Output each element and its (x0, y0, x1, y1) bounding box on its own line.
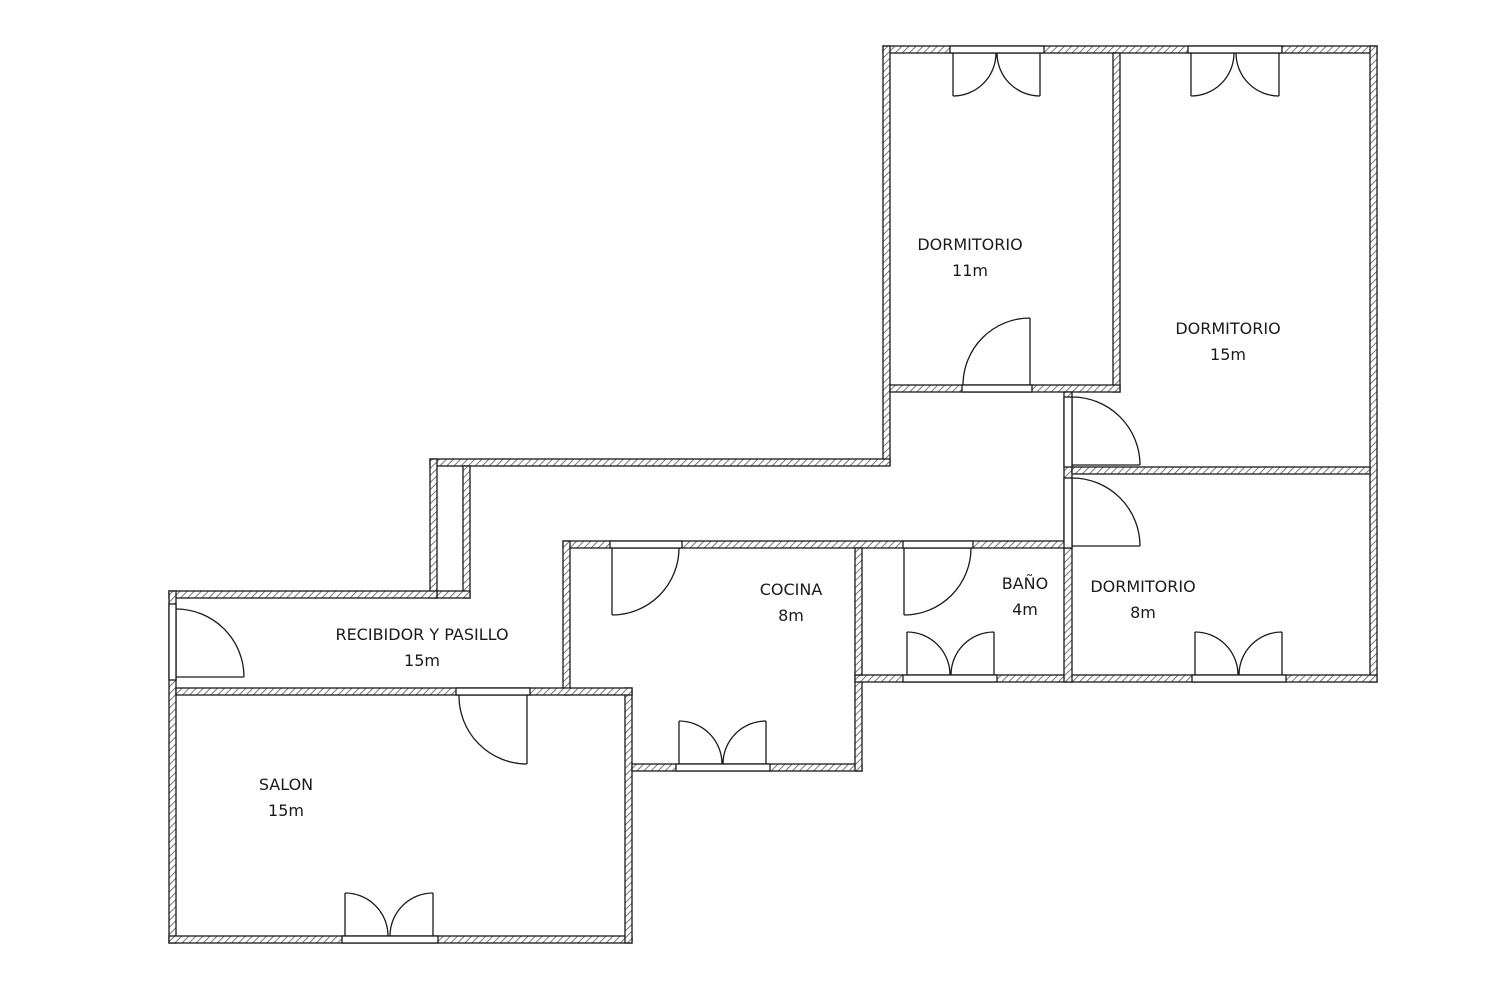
wall (462, 465, 471, 599)
wall (854, 674, 1378, 683)
window-dormitorio-11 (952, 52, 1041, 97)
wall (854, 547, 863, 676)
door-cocina (611, 547, 680, 616)
room-label-dormitorio-8: DORMITORIO 8m (1090, 574, 1195, 626)
room-label-recibidor: RECIBIDOR Y PASILLO 15m (335, 622, 508, 674)
room-name: RECIBIDOR Y PASILLO (335, 625, 509, 644)
room-area: 15m (404, 651, 440, 670)
wall (562, 540, 571, 696)
room-area: 8m (778, 606, 804, 625)
wall (429, 458, 891, 467)
door-dormitorio-11 (962, 317, 1031, 386)
wall (429, 458, 438, 599)
window-dormitorio-8 (1194, 631, 1283, 676)
wall (168, 590, 438, 599)
window-bano (906, 631, 995, 676)
window-salon (344, 892, 434, 937)
room-area: 8m (1130, 603, 1156, 622)
room-name: DORMITORIO (1175, 319, 1281, 338)
window-dormitorio-15 (1190, 52, 1280, 97)
door-salon (458, 694, 528, 765)
wall (882, 45, 891, 466)
room-area: 15m (1210, 345, 1246, 364)
wall (624, 687, 633, 944)
openings (168, 45, 1287, 944)
door-swings (175, 52, 1283, 937)
room-label-cocina: COCINA 8m (760, 577, 823, 629)
wall (854, 674, 863, 772)
room-area: 4m (1012, 600, 1038, 619)
door-dormitorio-15 (1071, 396, 1141, 466)
door-dormitorio-8 (1071, 477, 1141, 547)
wall (436, 590, 471, 599)
room-area: 15m (268, 801, 304, 820)
wall (175, 687, 633, 696)
room-label-bano: BAÑO 4m (1002, 571, 1048, 623)
room-label-salon: SALON 15m (259, 772, 313, 824)
wall (1112, 52, 1121, 393)
room-name: BAÑO (1001, 574, 1049, 593)
door-entrance (175, 608, 245, 678)
door-bano (903, 547, 972, 616)
walls (168, 45, 1378, 944)
room-name: COCINA (759, 580, 823, 599)
wall (1071, 466, 1371, 475)
room-name: DORMITORIO (917, 235, 1023, 254)
window-cocina (678, 720, 767, 765)
room-name: SALON (258, 775, 314, 794)
room-label-dormitorio-11: DORMITORIO 11m (917, 232, 1022, 284)
room-label-dormitorio-15: DORMITORIO 15m (1175, 316, 1280, 368)
wall (1369, 45, 1378, 683)
room-name: DORMITORIO (1090, 577, 1196, 596)
room-area: 11m (952, 261, 988, 280)
